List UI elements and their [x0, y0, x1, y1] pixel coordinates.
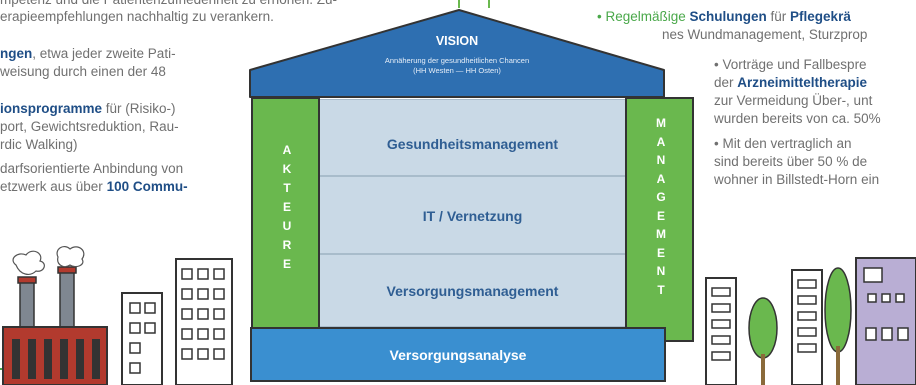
right-pillar-letter: M — [656, 116, 666, 130]
left-pillar-akteure: A K T E U R E — [251, 97, 320, 342]
left-text-line-8: darfsorientierte Anbindung von — [0, 161, 184, 176]
left-text-line-2: erapieempfehlungen nachhaltig zu veranke… — [0, 9, 274, 24]
right-pillar-letter: N — [656, 153, 666, 167]
left-text-line-5: ionsprogramme für (Risiko-) — [0, 100, 176, 118]
left-pillar-letter: E — [282, 200, 291, 214]
layer-2-label: IT / Vernetzung — [422, 208, 523, 224]
layer-versorgungsmanagement: Versorgungsmanagement — [320, 254, 625, 327]
right-text-line-1: • Regelmäßige Schulungen für Pflegekrä — [597, 8, 851, 26]
right-pillar-letters: M A N A G E M E N T — [651, 114, 671, 299]
right-pillar-letter: A — [656, 134, 666, 149]
layer-gesundheitsmanagement: Gesundheitsmanagement — [320, 99, 625, 176]
right-pillar-letter: E — [656, 208, 665, 223]
left-text-line-4: weisung durch einen der 48 — [0, 64, 166, 79]
left-text-line-1: mpetenz und die Patientenzufriedenheit z… — [0, 0, 337, 9]
left-pillar-letter: E — [282, 257, 291, 271]
left-text-line-3-bold: ngen — [0, 46, 33, 61]
right-text-line-1-bold-1: Schulungen — [689, 9, 767, 24]
right-text-line-1-pre: • Regelmäßige — [597, 9, 690, 24]
layer-it-vernetzung: IT / Vernetzung — [320, 176, 625, 254]
left-text-line-9-pre: etzwerk aus über — [0, 179, 107, 194]
left-text-line-3: ngen, etwa jeder zweite Pati- — [0, 45, 176, 63]
left-text-line-5-rest: für (Risiko-) — [102, 101, 176, 116]
right-text-line-2: nes Wundmanagement, Sturzprop — [662, 27, 868, 42]
right-pillar-letter: G — [656, 190, 666, 204]
layer-3-label: Versorgungsmanagement — [386, 283, 559, 299]
right-city-illustration — [705, 257, 916, 385]
right-pillar-letter: E — [656, 245, 665, 260]
left-pillar-letter: U — [282, 219, 292, 233]
connector-lines — [458, 0, 490, 8]
left-pillar-letter: R — [282, 238, 292, 252]
house-base-versorgungsanalyse: Versorgungsanalyse — [250, 327, 666, 382]
vision-subtitle-2: (HH Westen — HH Osten) — [413, 66, 501, 75]
left-text-line-3-rest: , etwa jeder zweite Pati- — [32, 46, 176, 61]
left-text-line-9-bold: 100 Commu- — [106, 179, 188, 194]
left-text-line-7: rdic Walking) — [0, 137, 78, 152]
left-pillar-letter: K — [282, 162, 292, 176]
right-text-line-8: sind bereits über 50 % de — [714, 154, 868, 169]
left-city-illustration — [0, 245, 233, 385]
right-text-line-6: wurden bereits von ca. 50% — [714, 111, 881, 126]
left-text-line-6: port, Gewichtsreduktion, Rau- — [0, 119, 179, 134]
right-text-line-4-bold: Arzneimitteltherapie — [737, 75, 868, 90]
right-text-line-5: zur Vermeidung Über-, unt — [714, 93, 873, 108]
layer-1-label: Gesundheitsmanagement — [386, 136, 559, 152]
left-pillar-letters: A K T E U R E — [277, 141, 297, 274]
right-pillar-management: M A N A G E M E N T — [625, 97, 694, 342]
vision-subtitle-1: Annäherung der gesundheitlichen Chancen — [384, 56, 530, 65]
base-label: Versorgungsanalyse — [389, 347, 527, 363]
right-text-line-1-mid: für — [766, 9, 791, 24]
right-text-line-7: • Mit den vertraglich an — [714, 136, 852, 151]
right-pillar-letter: N — [656, 264, 666, 278]
right-text-line-3: • Vorträge und Fallbespre — [714, 57, 867, 72]
right-pillar-letter: M — [656, 227, 666, 241]
right-text-line-4: der Arzneimitteltherapie — [714, 74, 867, 92]
left-pillar-letter: A — [282, 143, 292, 157]
vision-title: VISION — [435, 34, 479, 48]
right-text-line-4-pre: der — [714, 75, 738, 90]
left-text-line-9: etzwerk aus über 100 Commu- — [0, 178, 188, 196]
right-text-line-1-bold-2: Pflegekrä — [790, 9, 851, 24]
left-pillar-letter: T — [283, 181, 291, 195]
left-text-line-5-bold: ionsprogramme — [0, 101, 103, 116]
right-text-line-9: wohner in Billstedt-Horn ein — [714, 172, 880, 187]
right-pillar-letter: A — [656, 171, 666, 186]
right-pillar-letter: T — [657, 282, 665, 297]
